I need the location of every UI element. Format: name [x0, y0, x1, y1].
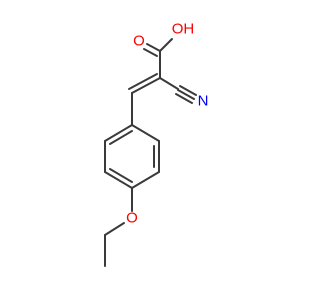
bond-c2-c4-double-a: [131, 77, 161, 94]
ring-bond-1: [131, 124, 160, 142]
bond-c2-c3: [159, 77, 179, 90]
ring-bond-3: [131, 171, 160, 189]
ring-inner-bond-3: [109, 130, 133, 145]
ring-inner-bond-2: [109, 168, 133, 183]
ring-bond-6: [104, 124, 133, 142]
molecule-structure: O OH N O: [104, 21, 208, 267]
ring-bond-4: [104, 171, 133, 189]
bond-c1-o-single: [159, 38, 173, 52]
bond-c1-o-double-b: [143, 48, 158, 57]
bonds: [104, 38, 197, 267]
bond-c3-n-triple-b: [177, 89, 195, 100]
atom-labels: O OH N O: [126, 21, 208, 227]
nitrile-nitrogen-label: N: [198, 93, 209, 110]
bond-c1-o-double-a: [146, 43, 161, 52]
bond-o-ch2: [104, 222, 125, 236]
bond-c3-n-triple-c: [175, 93, 193, 104]
ether-oxygen-label: O: [126, 210, 138, 227]
bond-c3-n-triple-a: [179, 85, 197, 96]
hydroxyl-label: OH: [172, 21, 195, 38]
carbonyl-oxygen-label: O: [133, 33, 145, 50]
bond-c2-c4-double-b: [128, 73, 158, 90]
